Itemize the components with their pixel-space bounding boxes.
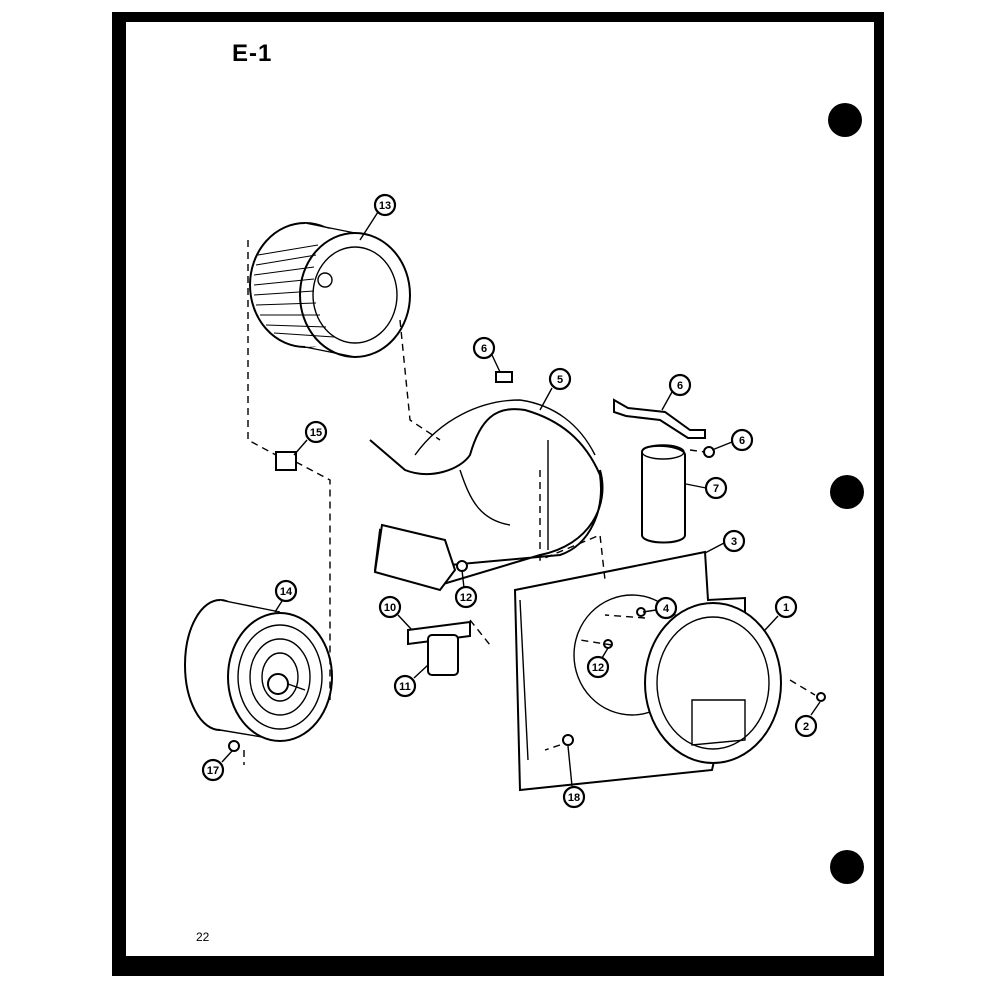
callout-part-14: 14 <box>274 579 298 613</box>
callout-part-6c: 6 <box>711 428 754 452</box>
inlet-ring <box>644 602 782 764</box>
callout-part-6b: 6 <box>661 373 692 411</box>
svg-text:6: 6 <box>481 343 487 355</box>
callout-part-15: 15 <box>293 420 328 456</box>
callout-part-2: 2 <box>794 701 821 738</box>
capacitor-strap <box>613 398 706 439</box>
callout-part-4: 4 <box>642 596 678 620</box>
blower-housing <box>369 399 604 587</box>
svg-text:14: 14 <box>280 586 293 598</box>
svg-text:15: 15 <box>310 427 322 439</box>
svg-text:5: 5 <box>557 374 563 386</box>
svg-text:17: 17 <box>207 765 219 777</box>
page-number: 22 <box>196 930 210 944</box>
run-capacitor <box>641 444 686 544</box>
svg-text:3: 3 <box>731 536 737 548</box>
svg-text:11: 11 <box>399 681 411 693</box>
callout-part-1: 1 <box>764 595 798 631</box>
callout-part-3: 3 <box>704 529 746 554</box>
callout-part-7: 7 <box>685 476 728 500</box>
cutoff-plate <box>373 523 457 592</box>
blower-wheel <box>249 222 411 358</box>
diagram-title: E-1 <box>232 40 273 67</box>
callout-part-12a: 12 <box>454 569 478 609</box>
callout-part-6a: 6 <box>472 336 501 373</box>
svg-text:6: 6 <box>677 380 683 392</box>
binder-hole-bottom <box>830 850 864 884</box>
svg-text:4: 4 <box>663 603 670 615</box>
binder-hole-middle <box>830 475 864 509</box>
binder-hole-top <box>828 103 862 137</box>
svg-text:1: 1 <box>783 602 789 614</box>
parts-sheet <box>112 12 884 976</box>
blower-motor <box>184 599 333 742</box>
callout-part-13: 13 <box>359 193 397 241</box>
svg-text:7: 7 <box>713 483 719 495</box>
svg-text:2: 2 <box>803 721 809 733</box>
svg-text:18: 18 <box>568 792 580 804</box>
svg-text:6: 6 <box>739 435 745 447</box>
svg-text:12: 12 <box>460 592 472 604</box>
svg-text:10: 10 <box>384 602 396 614</box>
callout-part-17: 17 <box>201 750 233 782</box>
start-capacitor <box>407 620 471 676</box>
callout-part-11: 11 <box>393 664 429 698</box>
callout-part-12b: 12 <box>586 647 610 679</box>
callout-part-10: 10 <box>378 595 413 631</box>
callout-part-18: 18 <box>562 745 586 809</box>
callout-part-5: 5 <box>539 367 572 411</box>
svg-text:12: 12 <box>592 662 604 674</box>
assembly-lines <box>243 240 816 765</box>
svg-text:13: 13 <box>379 200 391 212</box>
